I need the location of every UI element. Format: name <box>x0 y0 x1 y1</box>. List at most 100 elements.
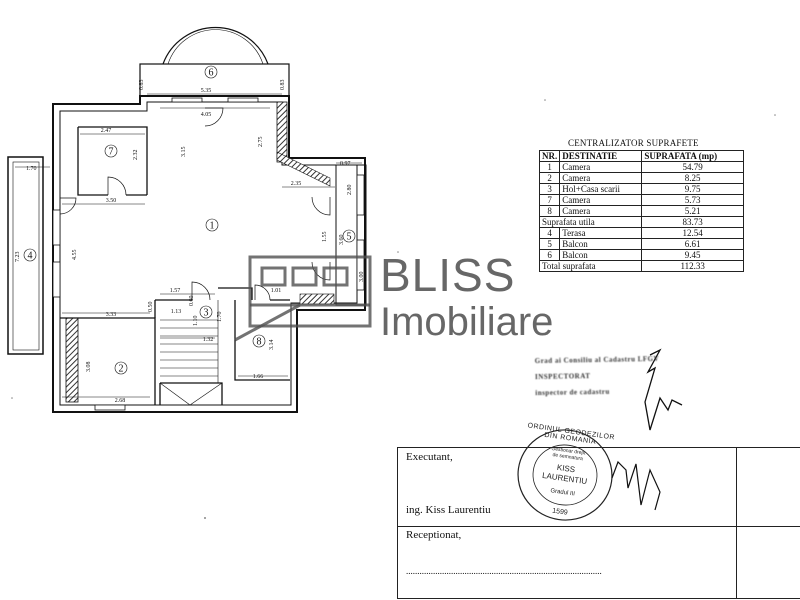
table-row: 6 Balcon 9.45 <box>538 249 744 261</box>
dimension-label: 0.83 <box>280 80 286 91</box>
signature-box-divider <box>736 448 737 598</box>
row-number: 6 <box>538 249 561 261</box>
signature-dotted-line: ........................................… <box>406 566 602 576</box>
table-header-row: NR. DESTINATIE SUPRAFATA (mp) <box>538 150 744 162</box>
dimension-label: 0.83 <box>139 80 145 91</box>
row-destination: Terasa <box>559 227 643 239</box>
column-header: SUPRAFATA (mp) <box>641 150 744 162</box>
dimension-label: 1.32 <box>203 337 214 343</box>
dimension-label: 2.68 <box>115 398 126 404</box>
dimension-label: 0.97 <box>340 161 351 167</box>
dimension-label: 3.14 <box>269 340 275 351</box>
row-area: 54.79 <box>641 161 744 173</box>
row-area: 6.61 <box>641 238 744 250</box>
dimension-label: 3.50 <box>106 198 117 204</box>
area-summary-table: NR. DESTINATIE SUPRAFATA (mp) 1 Camera 5… <box>538 150 744 272</box>
dimension-label: 2.32 <box>133 150 139 161</box>
room-number: 8 <box>257 336 262 347</box>
dimension-label: 3.08 <box>86 362 92 373</box>
signature-mark <box>644 348 683 431</box>
column-header: NR. <box>538 150 561 162</box>
dimension-label: 4.55 <box>72 250 78 261</box>
dimension-label: 3.60 <box>339 235 345 246</box>
dimension-label: 0.60 <box>189 296 195 307</box>
area-table-title: CENTRALIZATOR SUPRAFETE <box>568 138 699 148</box>
exterior-walls <box>52 95 366 413</box>
row-area: 12.54 <box>641 227 744 239</box>
row-area: 5.21 <box>641 205 744 217</box>
usable-area-label: Suprafata utila <box>538 216 643 228</box>
row-area: 9.45 <box>641 249 744 261</box>
room-number: 4 <box>28 250 33 261</box>
dimension-label: 3.00 <box>359 272 365 283</box>
row-area: 8.25 <box>641 172 744 184</box>
row-destination: Camera <box>559 194 643 206</box>
table-row: 5 Balcon 6.61 <box>538 238 744 250</box>
column-header: DESTINATIE <box>559 150 643 162</box>
dimension-label: 1.70 <box>26 166 37 172</box>
dimension-label: 3.15 <box>181 147 187 158</box>
usable-area-value: 83.73 <box>641 216 744 228</box>
dimension-label: 0.50 <box>148 302 154 313</box>
row-number: 7 <box>538 194 561 206</box>
terrace-4-outline <box>7 156 44 355</box>
dimension-label: 1.66 <box>253 374 264 380</box>
executant-label: Executant, <box>406 451 453 463</box>
row-number: 5 <box>538 238 561 250</box>
signature-mark <box>611 460 661 511</box>
dimension-label: 7.23 <box>15 252 21 263</box>
surveyor-stamp <box>517 429 613 521</box>
dimension-label: 2.80 <box>347 185 353 196</box>
row-number: 8 <box>538 205 561 217</box>
table-row: 4 Terasa 12.54 <box>538 227 744 239</box>
dimension-label: 1.01 <box>271 288 282 294</box>
row-number: 2 <box>538 172 561 184</box>
logo-brand-name: BLISS <box>380 249 516 301</box>
dimension-label: 1.70 <box>217 312 223 323</box>
row-area: 5.73 <box>641 194 744 206</box>
room-number: 1 <box>210 220 215 231</box>
table-row: 7 Camera 5.73 <box>538 194 744 206</box>
room-markers: 1 2 3 4 5 6 7 8 <box>23 65 356 375</box>
row-destination: Balcon <box>559 249 643 261</box>
total-area-label: Total suprafata <box>538 260 643 272</box>
house-logo-icon <box>234 255 372 342</box>
room-number: 3 <box>204 307 209 318</box>
logo-brand-subtitle: Imobiliare <box>380 300 554 344</box>
balcony-6-arc <box>162 26 269 65</box>
engineer-name: ing. Kiss Laurentiu <box>406 504 491 516</box>
faded-stamp-text: Grad ai Consiliu al Cadastru LFGV INSPEC… <box>535 351 660 401</box>
dimension-label: 4.05 <box>201 112 212 118</box>
faded-stamp-line: inspector de cadastru <box>535 387 610 398</box>
dimension-label: 1.57 <box>170 288 181 294</box>
room-number: 6 <box>209 67 214 78</box>
room-number: 5 <box>347 231 352 242</box>
stamp-text: ORDINUL GEODEZILOR DIN ROMANIA Gestionar… <box>512 422 618 528</box>
dimension-label: 1.10 <box>193 316 199 327</box>
dimension-label: 2.47 <box>101 128 112 134</box>
dimension-label: 1.13 <box>171 309 182 315</box>
hatched-wall <box>276 151 331 187</box>
row-destination: Camera <box>559 172 643 184</box>
usable-area-row: Suprafata utila 83.73 <box>538 216 744 228</box>
total-area-value: 112.33 <box>641 260 744 272</box>
row-number: 4 <box>538 227 561 239</box>
dimension-label: 5.35 <box>201 88 212 94</box>
receptionat-label: Receptionat, <box>406 529 462 541</box>
dimension-label: 1.55 <box>322 232 328 243</box>
row-destination: Camera <box>559 161 643 173</box>
row-destination: Camera <box>559 205 643 217</box>
table-row: 3 Hol+Casa scarii 9.75 <box>538 183 744 195</box>
row-area: 9.75 <box>641 183 744 195</box>
row-destination: Balcon <box>559 238 643 250</box>
table-row: 2 Camera 8.25 <box>538 172 744 184</box>
room-number: 2 <box>119 363 124 374</box>
executant-section: Executant, ing. Kiss Laurentiu <box>398 448 800 527</box>
dimension-label: 2.75 <box>258 137 264 148</box>
table-row: 8 Camera 5.21 <box>538 205 744 217</box>
table-row: 1 Camera 54.79 <box>538 161 744 173</box>
balcony-6-outline <box>139 63 290 97</box>
room-number: 7 <box>109 146 114 157</box>
row-number: 1 <box>538 161 561 173</box>
